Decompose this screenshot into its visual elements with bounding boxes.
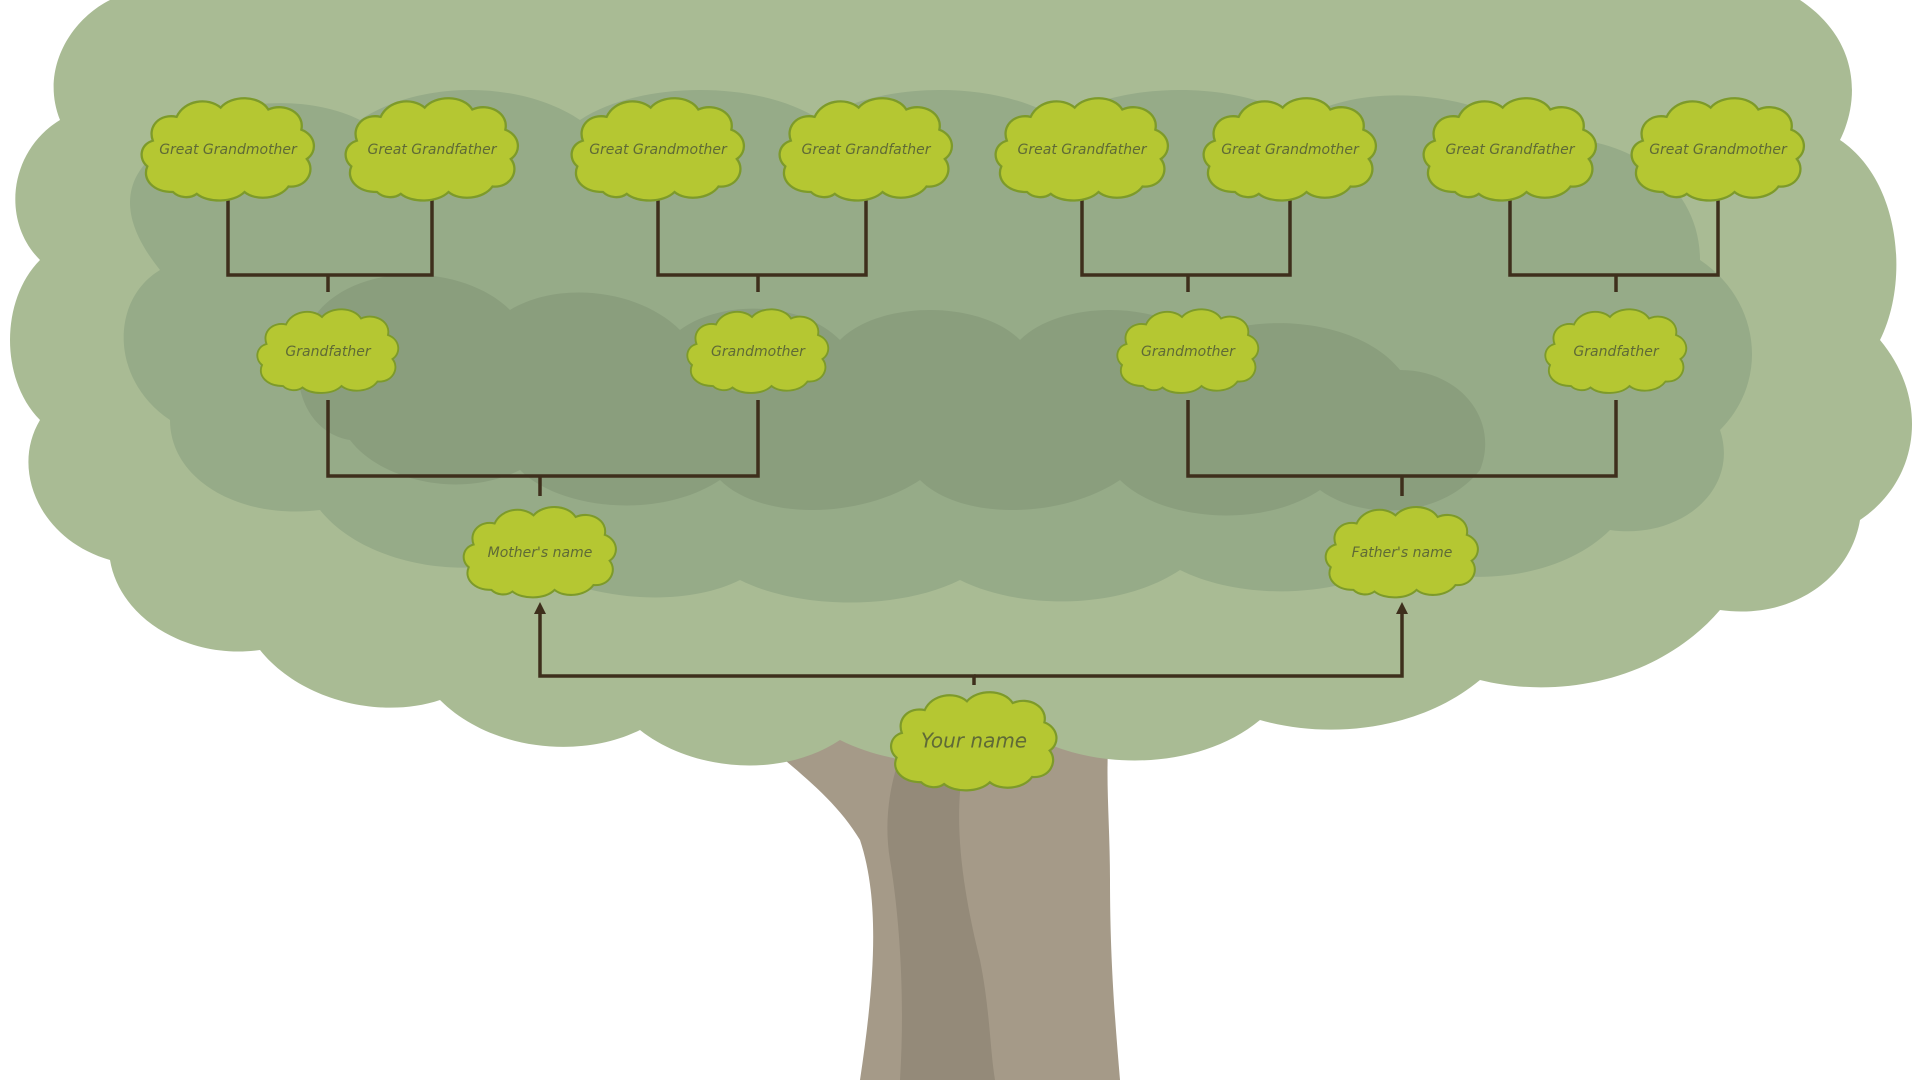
connector-self-to-mother [538, 612, 976, 685]
node-label: Grandfather [1573, 344, 1659, 360]
node-label: Great Grandfather [802, 142, 932, 158]
grandparent-node-3[interactable]: Grandmother [1116, 308, 1260, 395]
arrowhead-father [1396, 602, 1408, 614]
great-grandparent-node-1[interactable]: Great Grandmother [140, 97, 316, 202]
node-label: Great Grandfather [1446, 142, 1576, 158]
self-node[interactable]: Your name [889, 691, 1058, 792]
node-label: Great Grandmother [1221, 142, 1360, 158]
connector-maternal-grandparents [326, 400, 760, 478]
great-grandparent-node-7[interactable]: Great Grandfather [1422, 97, 1598, 202]
node-label: Great Grandmother [1649, 142, 1788, 158]
connector-lines [226, 196, 1720, 685]
great-grandparent-node-2[interactable]: Great Grandfather [344, 97, 520, 202]
node-label: Great Grandmother [589, 142, 728, 158]
connector-self-to-father [974, 612, 1404, 678]
node-label: Great Grandmother [159, 142, 298, 158]
father-node[interactable]: Father's name [1324, 505, 1480, 599]
arrowhead-mother [534, 602, 546, 614]
node-label: Great Grandfather [1018, 142, 1148, 158]
grandparent-node-1[interactable]: Grandfather [256, 308, 400, 395]
great-grandparent-node-6[interactable]: Great Grandmother [1202, 97, 1378, 202]
connector-great-grandparents-1 [226, 196, 434, 277]
grandparent-node-4[interactable]: Grandfather [1544, 308, 1688, 395]
node-label: Grandmother [1141, 344, 1236, 360]
connector-great-grandparents-3 [1080, 196, 1292, 277]
node-label: Your name [921, 729, 1027, 753]
connector-great-grandparents-2 [656, 196, 868, 277]
mother-node[interactable]: Mother's name [462, 505, 618, 599]
great-grandparent-node-3[interactable]: Great Grandmother [570, 97, 746, 202]
great-grandparent-node-5[interactable]: Great Grandfather [994, 97, 1170, 202]
node-label: Father's name [1352, 545, 1453, 561]
great-grandparent-node-4[interactable]: Great Grandfather [778, 97, 954, 202]
great-grandparent-node-8[interactable]: Great Grandmother [1630, 97, 1806, 202]
grandparent-node-2[interactable]: Grandmother [686, 308, 830, 395]
node-label: Great Grandfather [368, 142, 498, 158]
node-label: Grandmother [711, 344, 806, 360]
node-label: Grandfather [285, 344, 371, 360]
tree-nodes: Great Grandmother Great Grandfather Great … [140, 97, 1806, 792]
node-label: Mother's name [488, 545, 593, 561]
connector-great-grandparents-4 [1508, 196, 1720, 277]
